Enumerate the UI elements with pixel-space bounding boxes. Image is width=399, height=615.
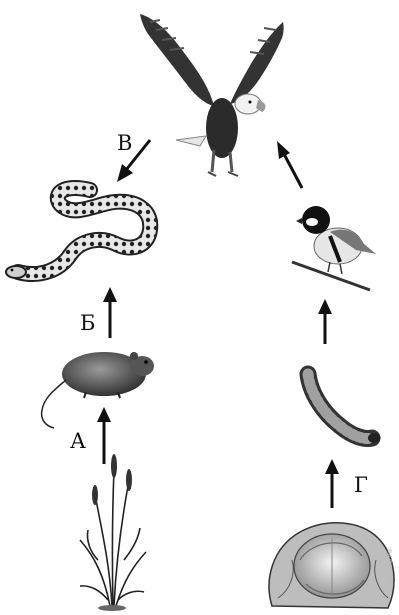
cabbage-icon xyxy=(269,523,394,608)
arrow-cabbage-to-caterpillar xyxy=(325,459,339,508)
grass-icon xyxy=(80,454,146,611)
watermark: РЕШУ ЕГЭ.РФ xyxy=(387,548,394,590)
arrow-grass-to-vole xyxy=(97,407,111,464)
arrow-caterpillar-to-tit xyxy=(318,299,332,344)
label-v: В xyxy=(117,131,132,155)
caterpillar-icon xyxy=(308,374,380,443)
arrow-tit-to-eagle xyxy=(277,141,302,188)
label-g: Г xyxy=(354,473,368,497)
eagle-icon xyxy=(140,14,284,176)
arrow-vole-to-snake xyxy=(103,287,117,338)
snake-icon xyxy=(6,188,150,278)
label-a: А xyxy=(70,429,86,453)
vole-icon xyxy=(42,352,154,428)
label-b: Б xyxy=(80,311,95,335)
tit-bird-icon xyxy=(292,206,376,290)
